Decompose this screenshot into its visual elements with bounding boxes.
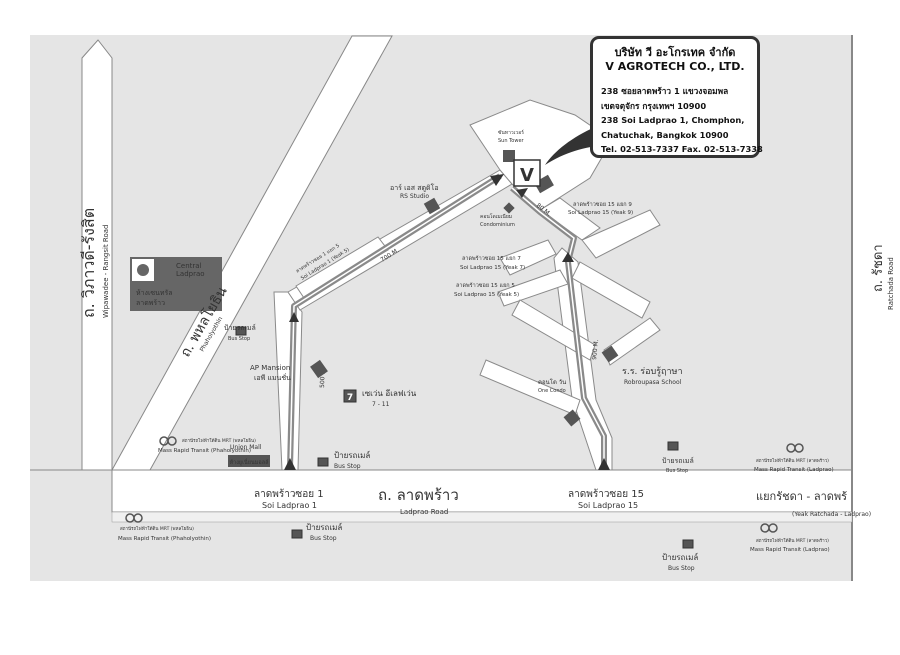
union-mall-en: Union Mall	[230, 444, 262, 451]
company-marker	[513, 159, 541, 187]
company-address-en-2: Chatuchak, Bangkok 10900	[601, 129, 729, 140]
school-label-en: Robroupasa School	[624, 379, 682, 386]
company-name-en: V AGROTECH CO., LTD.	[605, 60, 745, 73]
vibhavadi-label-en: Wipawadee - Rangsit Road	[102, 225, 110, 319]
bus-stop-label-en: Bus Stop	[310, 535, 337, 542]
central-label-th-2: ลาดพร้าว	[136, 299, 165, 307]
central-sun-icon	[137, 264, 149, 276]
soi15-label-en: Soi Ladprao 15	[578, 501, 638, 510]
bus-stop-label-th: ป้ายรถเมล์	[306, 522, 342, 532]
sun-tower-label-th: ซันทาวเวอร์	[498, 129, 524, 136]
soi15-yeak5-label-en: Soi Ladprao 15 (Yeak 5)	[454, 292, 519, 298]
mrt-label-en: Mass Rapid Transit (Phaholyothin)	[118, 536, 211, 542]
soi15-yeak9-label-en: Soi Ladprao 15 (Yeak 9)	[568, 210, 633, 216]
mrt-label-th: สถานีรถไฟฟ้าใต้ดิน MRT (ลาดพร้าว)	[756, 538, 829, 544]
route-arrow-start-soi1	[284, 458, 296, 470]
soi1-label-th: ลาดพร้าวซอย 1	[254, 488, 324, 500]
mrt-label-en: Mass Rapid Transit (Ladprao)	[750, 547, 830, 553]
bus-stop-label-th: ป้ายรถเมล์	[224, 324, 256, 332]
seven-eleven-label-th: เซเว่น อีเลฟเว่น	[362, 389, 417, 398]
svg-text:7: 7	[347, 393, 353, 403]
bus-stop-label-en: Bus Stop	[666, 468, 688, 474]
route-arrow-up-soi1	[289, 312, 299, 322]
mrt-label-th: สถานีรถไฟฟ้าใต้ดิน MRT (ลาดพร้าว)	[756, 458, 829, 464]
soi15-yeak9-label-th: ลาดพร้าวซอย 15 แยก 9	[573, 201, 632, 208]
distance-label: 500 M.	[319, 367, 327, 388]
route-arrow-soi15-top	[516, 188, 528, 198]
mrt-label-th: สถานีรถไฟฟ้าใต้ดิน MRT (พหลโยธิน)	[182, 437, 256, 444]
bus-stop-icons	[235, 326, 694, 549]
seven-eleven-label-en: 7 - 11	[372, 401, 390, 408]
bus-stop-label-en: Bus Stop	[668, 565, 695, 572]
mrt-label-en: Mass Rapid Transit (Ladprao)	[754, 467, 834, 473]
bus-stop-label-en: Bus Stop	[228, 336, 250, 342]
ap-mansion-label-th: เอพี แมนชั่น	[254, 373, 291, 382]
central-label-th: ห้างเซนทรัล	[136, 289, 173, 297]
route-arrow-end-soi15	[562, 252, 574, 262]
company-address-th-2: เขตจตุจักร กรุงเทพฯ 10900	[601, 100, 707, 111]
union-mall-box	[228, 455, 270, 467]
central-label-en: Central	[176, 262, 202, 270]
ratchada-label-th: ถ. รัชดา	[871, 244, 886, 292]
mrt-icons	[125, 436, 804, 533]
distance-label: 900 M.	[591, 339, 600, 360]
ratchada-label-en: Ratchada Road	[887, 257, 895, 310]
company-address-en-1: 238 Soi Ladprao 1, Chomphon,	[601, 115, 745, 125]
soi15-yeak7-label-en: Soi Ladprao 15 (Yeak 7)	[460, 265, 525, 271]
vibhavadi-label-th: ถ. วิภาวดี-รังสิต	[79, 208, 98, 318]
school-label-th: ร.ร. ร่อบรู้ฤาษา	[622, 366, 683, 377]
ap-mansion-label-en: AP Mansion	[250, 364, 290, 372]
union-mall-th: ห้างยูเนี่ยนมอลล์	[230, 458, 269, 466]
bus-stop-label-th: ป้ายรถเมล์	[662, 457, 694, 465]
company-info-card: บริษัท วี อะโกรเทค จำกัด V AGROTECH CO.,…	[590, 36, 763, 158]
seven-eleven-icon	[343, 389, 357, 403]
condo-label-en: Condominium	[480, 222, 515, 228]
company-name-th: บริษัท วี อะโกรเทค จำกัด	[614, 46, 736, 59]
mrt-label-th: สถานีรถไฟฟ้าใต้ดิน MRT (พหลโยธิน)	[120, 525, 194, 532]
mrt-label-en: Mass Rapid Transit (Phaholyothin)	[158, 448, 251, 454]
rs-studio-label-en: RS Studio	[400, 193, 429, 200]
company-contact: Tel. 02-513-7337 Fax. 02-513-7338	[601, 144, 763, 154]
soi15-yeak7-label-th: ลาดพร้าวซอย 15 แยก 7	[462, 255, 521, 262]
soi1-label-en: Soi Ladprao 1	[262, 501, 317, 510]
ladprao-label-en: Ladprao Road	[400, 508, 448, 516]
company-marker-letter: V	[520, 165, 534, 186]
central-label-en-2: Ladprao	[176, 270, 205, 278]
intersection-label-en: (Yeak Ratchada - Ladprao)	[792, 511, 871, 518]
condo-label-th: คอนโดเมเนียม	[480, 213, 512, 220]
bus-stop-label-th: ป้ายรถเมล์	[662, 552, 698, 562]
buildings	[310, 150, 619, 427]
route-arrow-end-soi1	[490, 174, 504, 186]
one-condo-label-th: คอนโด วัน	[538, 378, 566, 386]
bus-stop-label-en: Bus Stop	[334, 463, 361, 470]
sun-tower-label-en: Sun Tower	[498, 138, 525, 144]
one-condo-label-en: One Condo	[538, 388, 566, 394]
soi15-label-th: ลาดพร้าวซอย 15	[568, 488, 644, 500]
rs-studio-label-th: อาร์ เอส สตูดิโอ	[390, 183, 439, 192]
bus-stop-label-th: ป้ายรถเมล์	[334, 450, 370, 460]
route-arrow-start-soi15	[598, 458, 610, 470]
ladprao-label-th: ถ. ลาดพร้าว	[378, 486, 459, 504]
ladprao-road	[111, 469, 853, 513]
soi15-yeak5-label-th: ลาดพร้าวซอย 15 แยก 5	[456, 282, 515, 289]
intersection-label-th: แยกรัชดา - ลาดพร้	[756, 490, 847, 503]
company-address-th-1: 238 ซอยลาดพร้าว 1 แขวงจอมพล	[601, 86, 729, 96]
service-road	[111, 511, 853, 523]
